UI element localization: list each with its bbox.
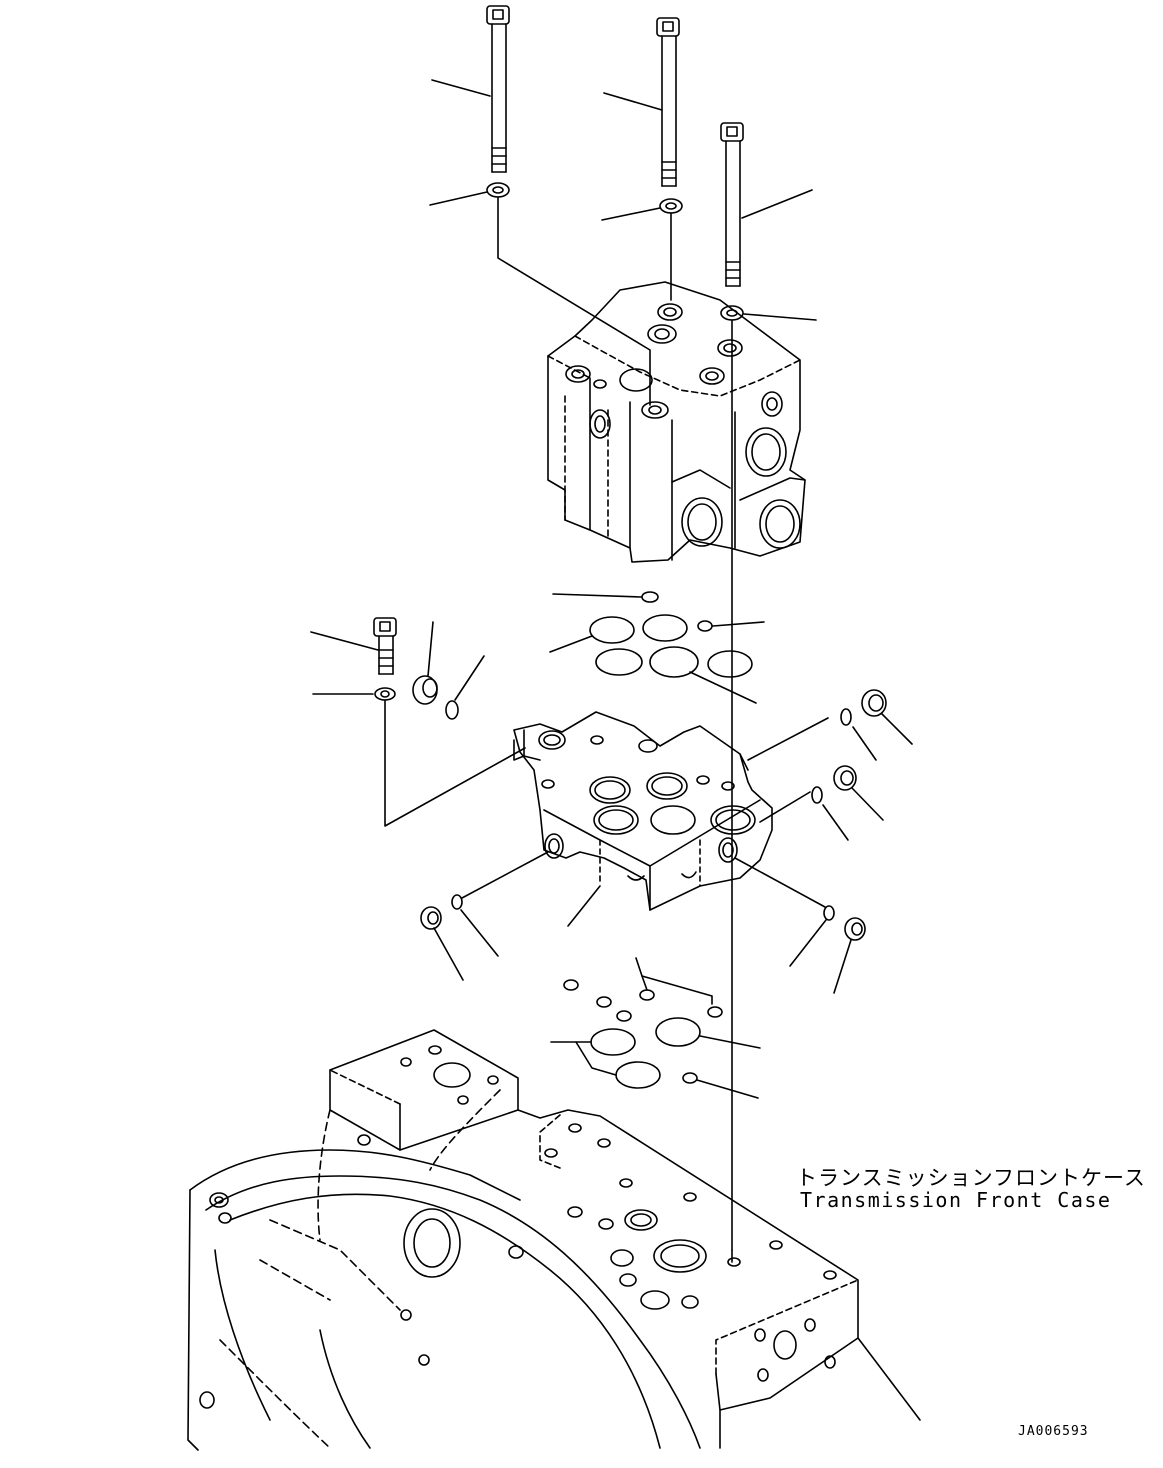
o-ring-lower-right — [824, 906, 834, 920]
case-label-english: Transmission Front Case — [800, 1188, 1112, 1212]
o-ring-right-upper — [841, 709, 851, 725]
plug-lower-right — [845, 918, 865, 940]
assembly-lines — [385, 197, 732, 1250]
case-label-japanese: トランスミッションフロントケース — [796, 1166, 1146, 1190]
plug-upper-left — [413, 676, 437, 704]
o-ring-right-middle — [812, 787, 822, 803]
washer-middle — [660, 199, 682, 213]
plug-right-middle — [834, 766, 856, 790]
long-bolt-left — [487, 6, 509, 172]
leader-lines-left — [311, 622, 484, 700]
drawing-number: JA006593 — [1018, 1424, 1089, 1439]
o-ring-small-left — [446, 701, 458, 719]
long-bolt-middle — [657, 18, 679, 186]
o-rings-upper-set — [550, 592, 764, 703]
o-rings-lower-set — [551, 958, 760, 1098]
small-washer — [375, 688, 395, 700]
plug-lower-left — [421, 907, 441, 929]
small-bolt — [374, 618, 396, 674]
upper-valve-body — [548, 282, 805, 562]
leader-lines-top — [430, 80, 816, 320]
washer-left — [487, 183, 509, 197]
lower-valve-body — [514, 712, 772, 910]
leader-lines-middle — [434, 714, 912, 993]
o-ring-lower-left — [452, 895, 462, 909]
plug-right-upper — [862, 690, 886, 716]
long-bolt-right — [721, 123, 743, 286]
transmission-front-case — [188, 1030, 920, 1450]
